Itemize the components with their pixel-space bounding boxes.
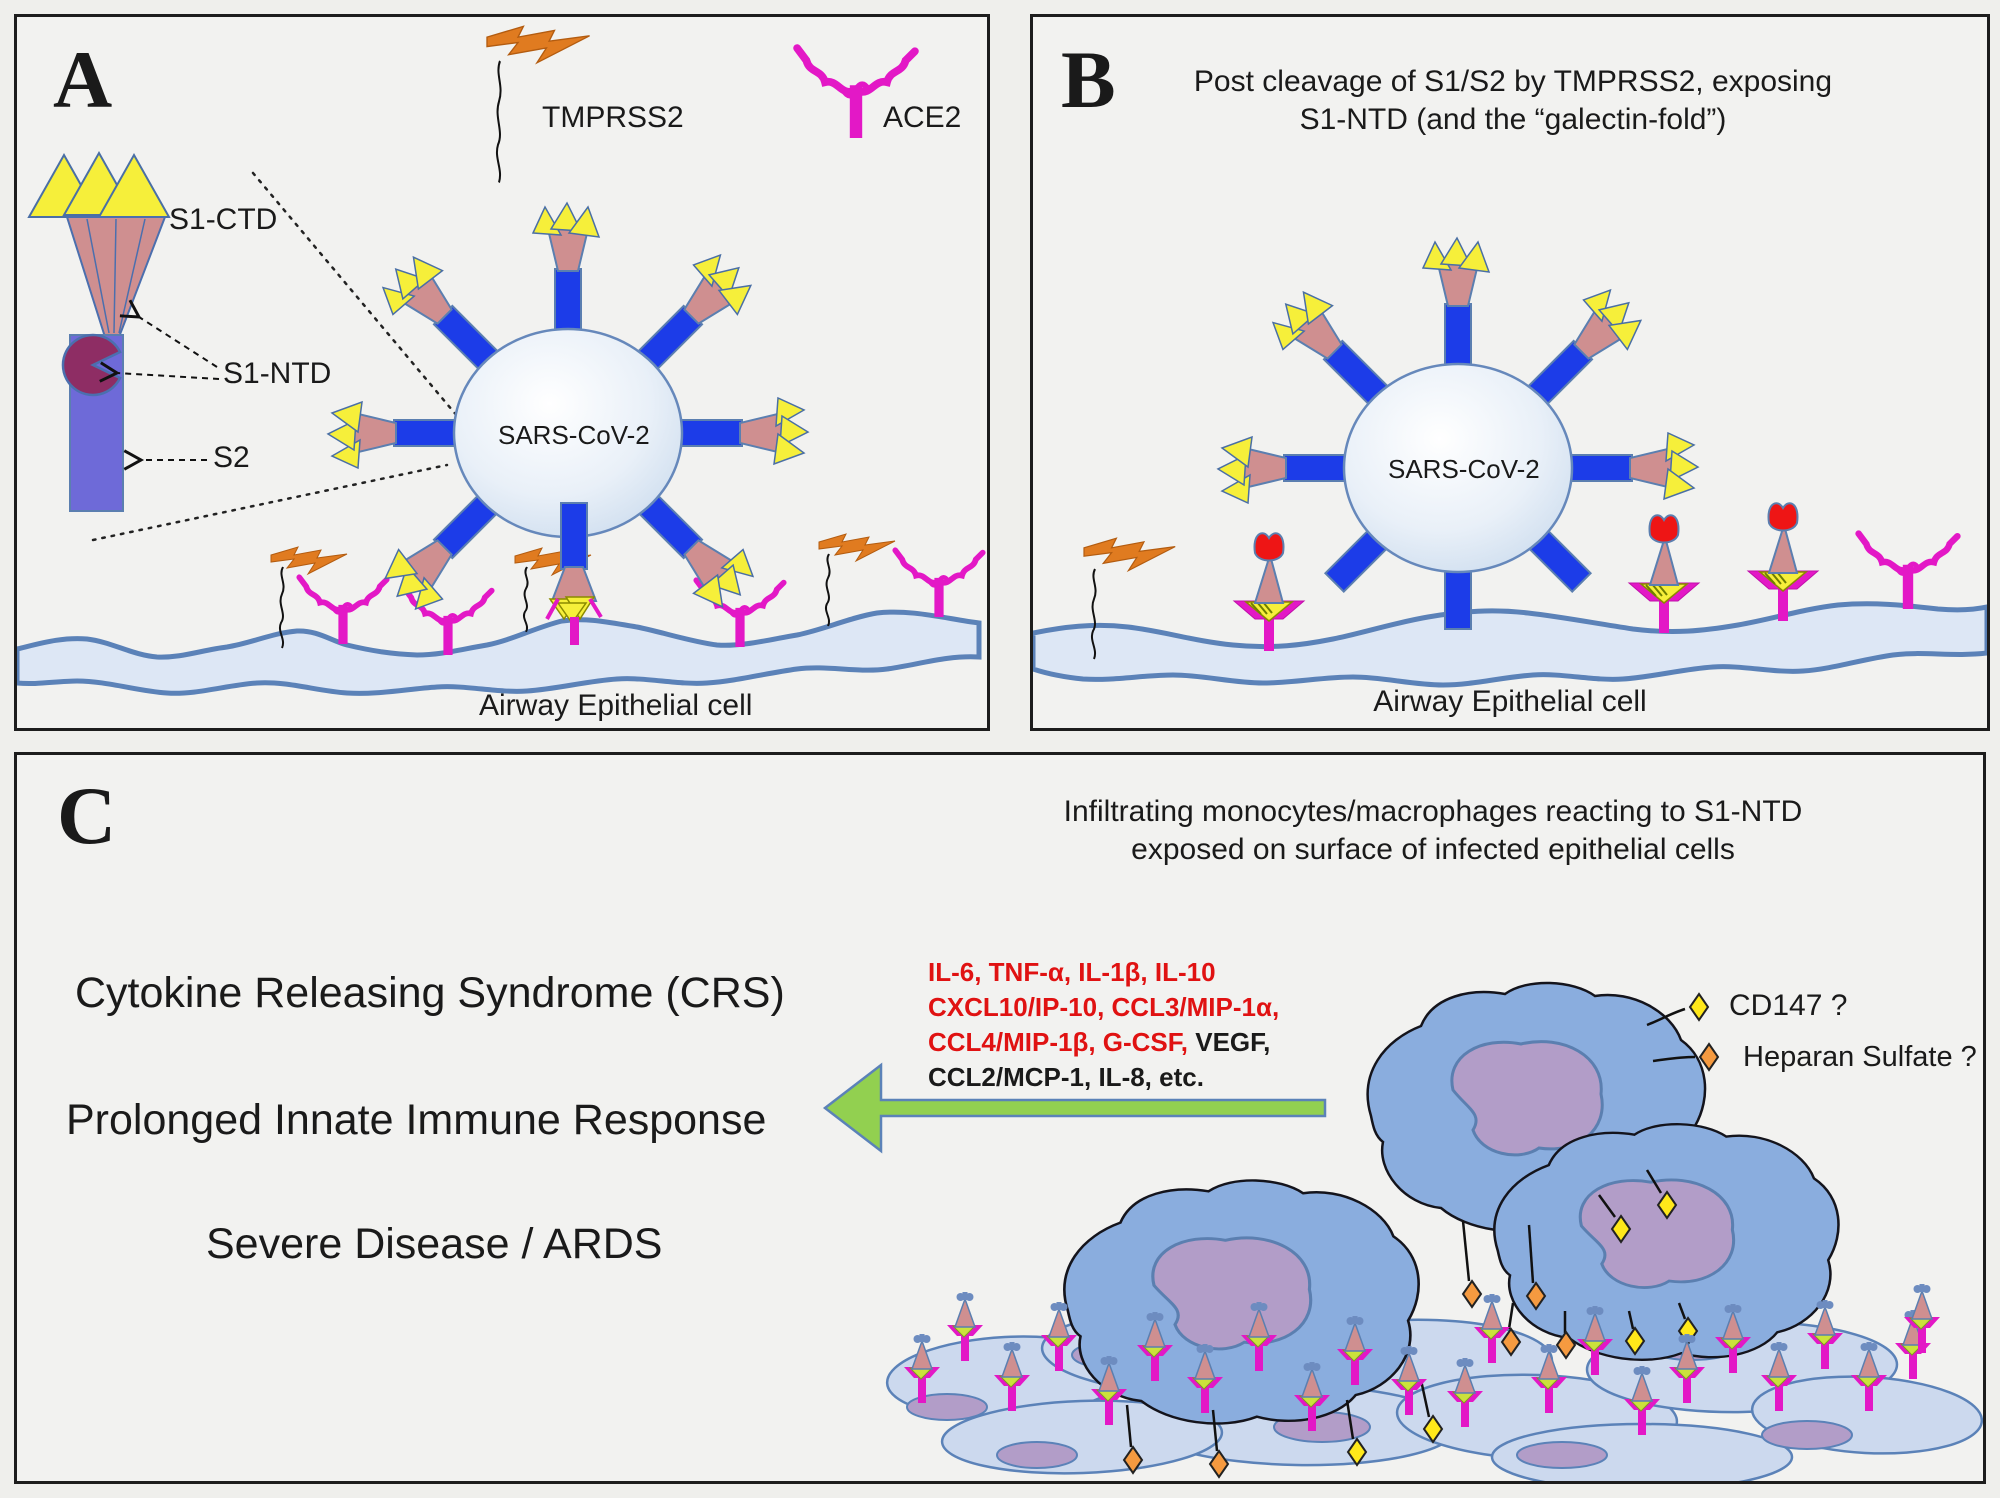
outcome-severe-disease: Severe Disease / ARDS xyxy=(206,1220,663,1268)
cell-label-b: Airway Epithelial cell xyxy=(1373,685,1647,718)
tmprss2-tail xyxy=(824,553,831,627)
spike-right xyxy=(677,397,809,465)
tmprss2-tail xyxy=(495,59,502,184)
cytokine-list: IL-6, TNF-α, IL-1β, IL-10 CXCL10/IP-10, … xyxy=(928,955,1279,1095)
panel-b-letter: B xyxy=(1061,34,1116,125)
zoom-cone-dotted-lines xyxy=(91,171,465,542)
panel-a: A TMPRSS2 ACE2 S1-CTD S1-NTD S2 SARS-CoV… xyxy=(14,14,990,731)
spike-up xyxy=(1422,237,1490,369)
panel-a-graphics xyxy=(17,25,987,696)
cleaved-spike-exposed-ntd xyxy=(1628,514,1700,634)
cleaved-spike-exposed-ntd xyxy=(1233,532,1305,652)
panel-b: B Post cleavage of S1/S2 by TMPRSS2, exp… xyxy=(1030,14,1990,731)
spike-up xyxy=(532,202,600,334)
tmprss2-icon xyxy=(818,533,896,562)
s1-ctd-triangles xyxy=(27,150,171,218)
receptor-stalks xyxy=(1125,1007,1696,1452)
cytokine-line4: CCL2/MCP-1, IL-8, etc. xyxy=(928,1062,1204,1092)
tmprss2-tail xyxy=(522,566,529,633)
spike-left xyxy=(327,401,459,469)
s2-label: S2 xyxy=(213,441,250,474)
cleaved-spike-exposed-ntd xyxy=(1747,502,1819,622)
membrane-a xyxy=(17,609,982,696)
virus-label-b: SARS-CoV-2 xyxy=(1388,454,1540,484)
cytokine-arrow xyxy=(822,1062,1327,1154)
s1-ctd-label: S1-CTD xyxy=(169,203,278,236)
ace2-receptor xyxy=(1859,534,1958,609)
panel-c-letter: C xyxy=(57,770,117,861)
panel-b-title-line1: Post cleavage of S1/S2 by TMPRSS2, expos… xyxy=(1193,65,1833,98)
tmprss2-icon xyxy=(1083,537,1176,572)
cd147-label: CD147 ? xyxy=(1729,989,1848,1022)
cytokine-line2: CXCL10/IP-10, CCL3/MIP-1α, xyxy=(928,992,1280,1022)
panel-a-letter: A xyxy=(53,34,113,125)
tmprss2-label: TMPRSS2 xyxy=(542,101,684,134)
panel-c-title: Infiltrating monocytes/macrophages react… xyxy=(883,793,1983,869)
ace2-label: ACE2 xyxy=(883,101,962,134)
panel-c: C Infiltrating monocytes/macrophages rea… xyxy=(14,752,1986,1484)
panel-c-title-line2: exposed on surface of infected epithelia… xyxy=(1131,833,1735,866)
ace2-receptor xyxy=(895,550,982,617)
s1-ntd-label: S1-NTD xyxy=(223,357,332,390)
panel-b-title-line2: S1-NTD (and the “galectin-fold”) xyxy=(1299,103,1727,136)
annotation-arrows xyxy=(99,299,220,471)
cell-label-a: Airway Epithelial cell xyxy=(479,689,753,722)
sars-cov-2-virion-a xyxy=(327,202,809,645)
spike-left xyxy=(1217,436,1349,504)
cytokine-line3: CCL4/MIP-1β, G-CSF, VEGF, xyxy=(928,1025,1279,1060)
outcome-crs: Cytokine Releasing Syndrome (CRS) xyxy=(75,969,785,1017)
tmprss2-icon xyxy=(486,25,591,64)
panel-c-graphics xyxy=(822,981,1983,1481)
virus-label-a: SARS-CoV-2 xyxy=(498,420,650,450)
panel-b-graphics xyxy=(1033,237,1987,688)
spike-right xyxy=(1567,432,1699,500)
panel-b-title: Post cleavage of S1/S2 by TMPRSS2, expos… xyxy=(1093,63,1933,139)
membrane-b xyxy=(1033,601,1987,688)
spike-protein-schematic xyxy=(27,150,220,512)
cytokine-line1: IL-6, TNF-α, IL-1β, IL-10 xyxy=(928,957,1216,987)
cytokine-line3-black: VEGF, xyxy=(1188,1027,1271,1057)
sars-cov-2-virion-b xyxy=(1217,237,1699,630)
heparan-sulfate-label: Heparan Sulfate ? xyxy=(1743,1041,1977,1073)
spike-bound-to-ace2 xyxy=(545,502,603,645)
panel-c-title-line1: Infiltrating monocytes/macrophages react… xyxy=(1063,795,1803,828)
outcome-innate-response: Prolonged Innate Immune Response xyxy=(66,1096,767,1144)
cytokine-line3-red: CCL4/MIP-1β, G-CSF, xyxy=(928,1027,1188,1057)
